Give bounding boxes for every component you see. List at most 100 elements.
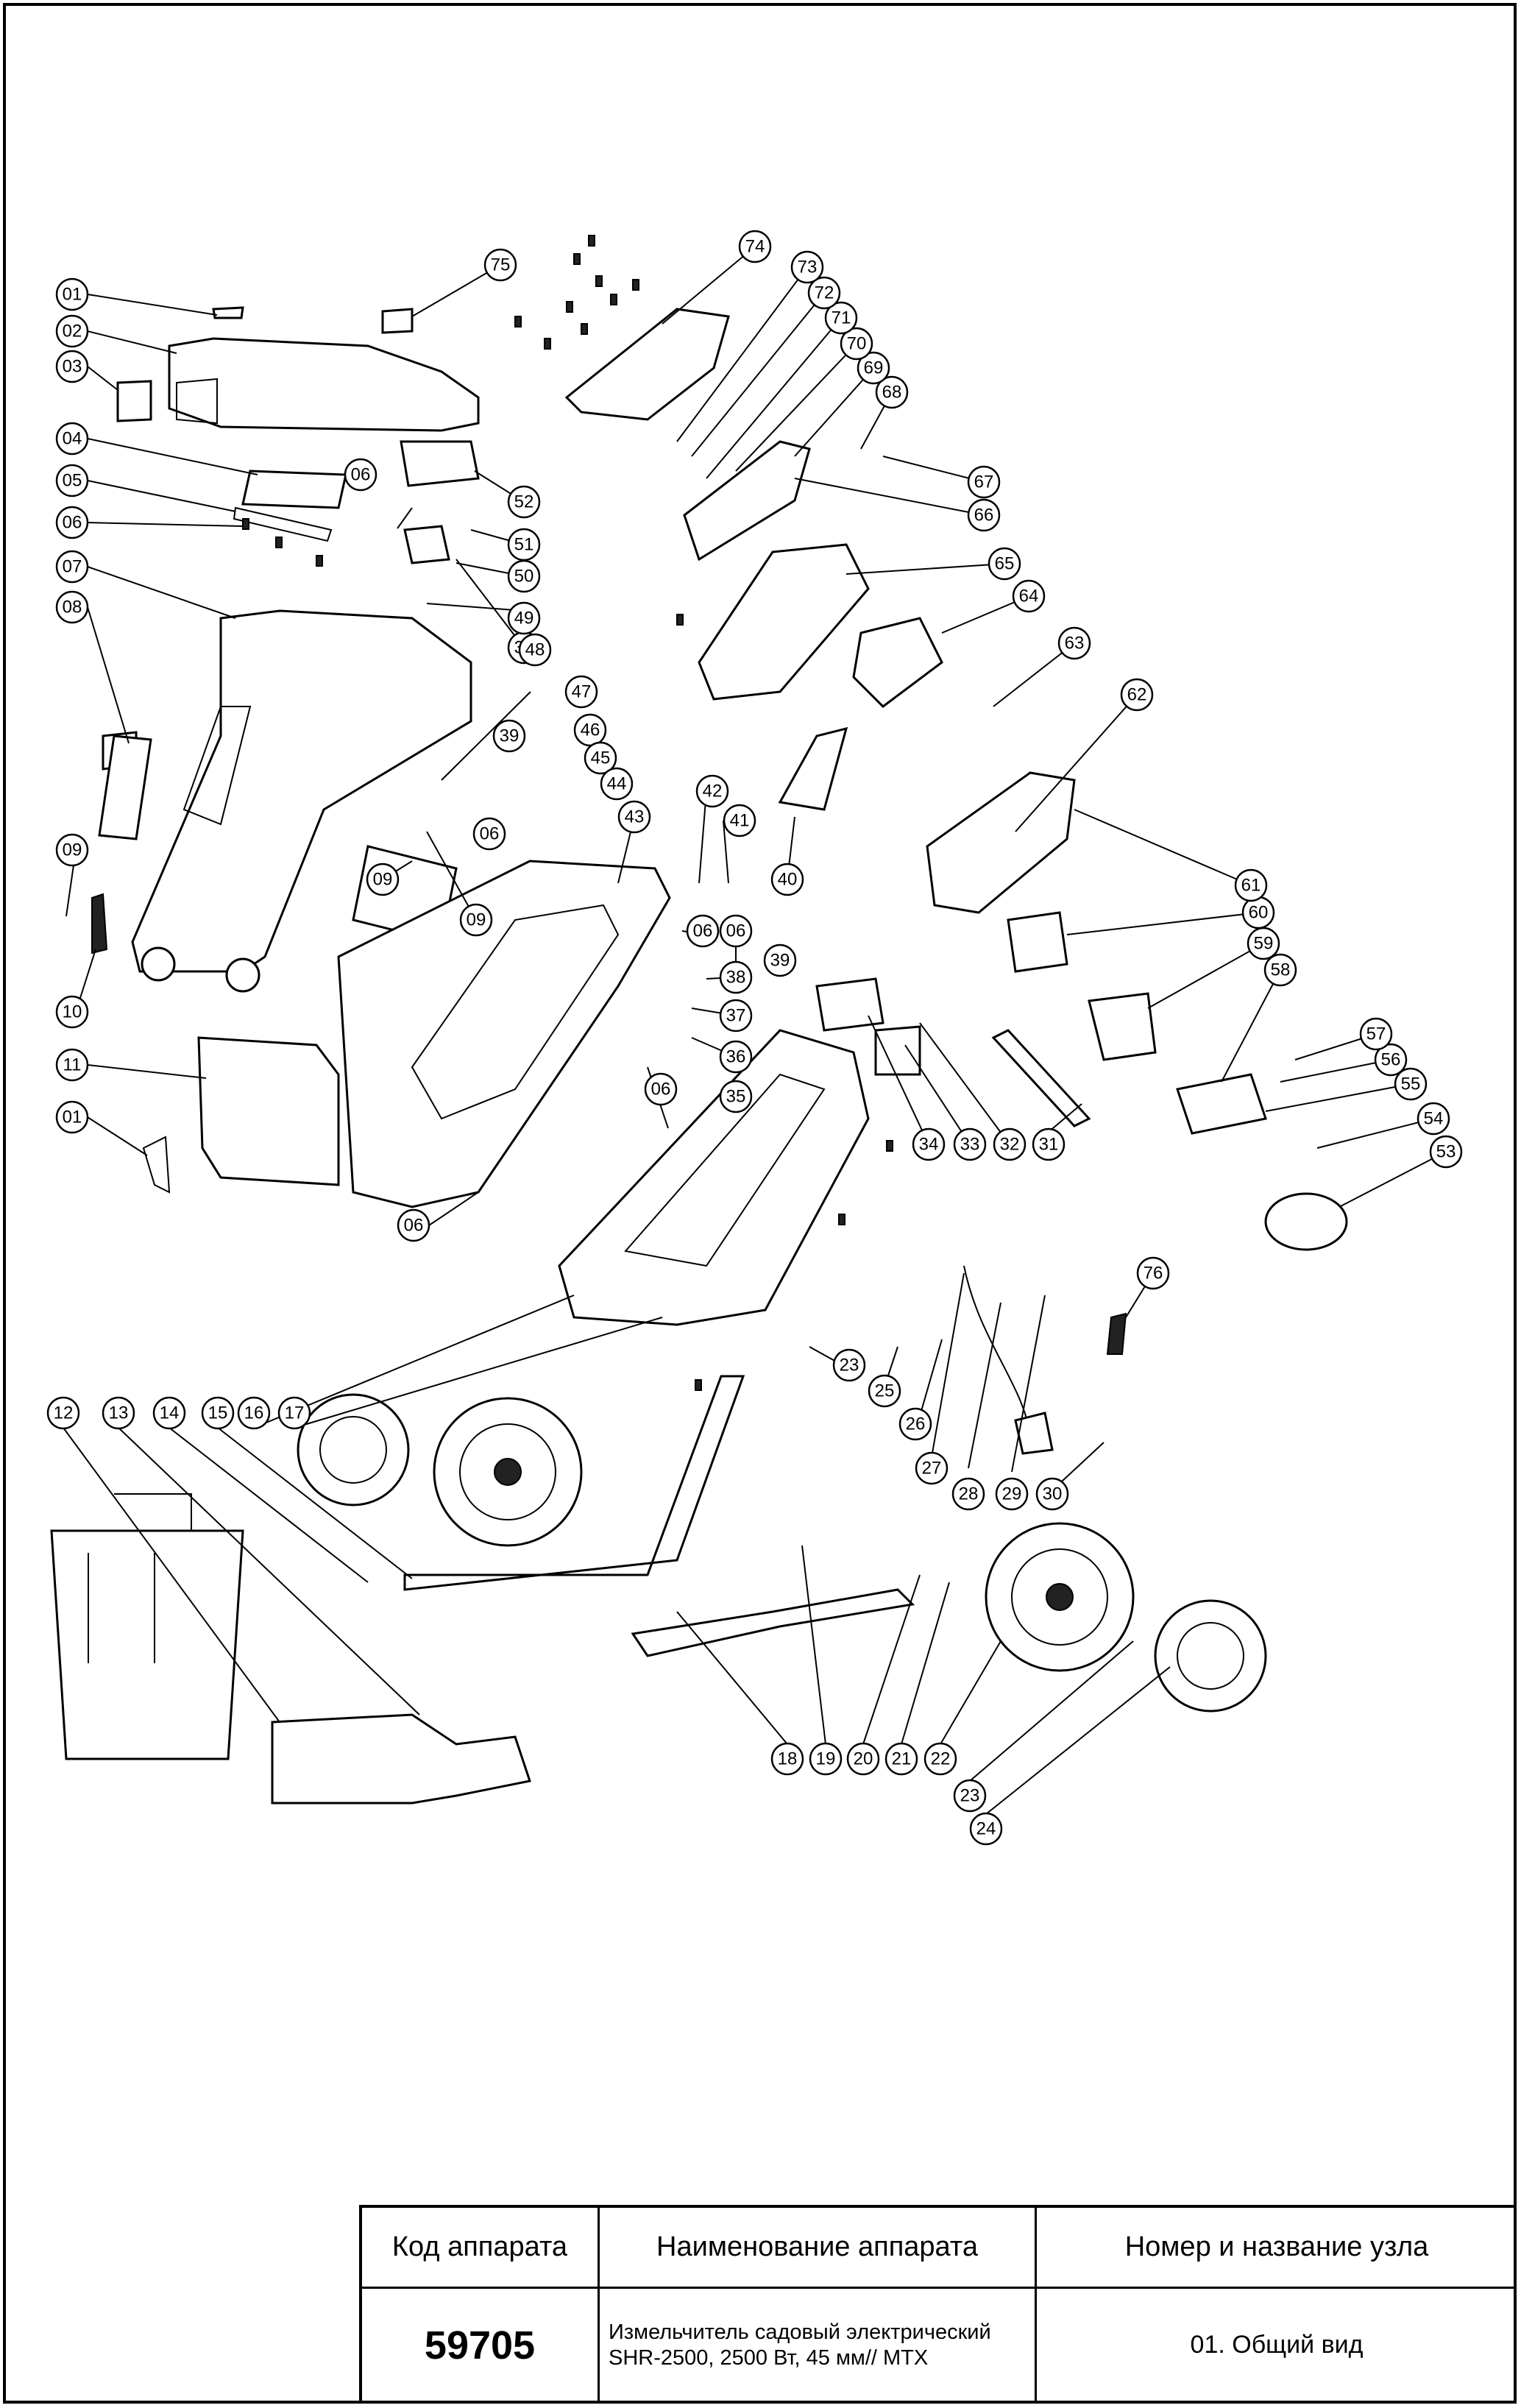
callout-circle <box>875 375 909 409</box>
callout-circle <box>55 550 89 584</box>
callout-circle <box>483 248 517 282</box>
callout-circle <box>55 350 89 383</box>
callout-05: 05 <box>55 464 89 497</box>
callout-circle <box>201 1396 235 1430</box>
callout-14: 14 <box>152 1396 186 1430</box>
callout-10: 10 <box>55 995 89 1029</box>
callout-circle <box>1012 579 1046 613</box>
callout-circle <box>55 277 89 311</box>
header-node: Номер и название узла <box>1037 2208 1517 2289</box>
callout-number: 66 <box>974 506 994 525</box>
callout-11: 11 <box>55 1048 89 1082</box>
callout-06: 06 <box>472 817 506 851</box>
callout-number: 58 <box>1271 960 1291 980</box>
callout-number: 69 <box>864 358 884 378</box>
callout-circle <box>807 276 841 310</box>
callout-circle <box>686 914 720 948</box>
callout-19: 19 <box>809 1742 843 1776</box>
callout-number: 06 <box>480 824 500 844</box>
callout-number: 63 <box>1065 634 1085 654</box>
callout-circle <box>993 1127 1027 1161</box>
callout-number: 08 <box>63 598 82 617</box>
callout-circle <box>55 422 89 456</box>
callout-circle <box>1417 1102 1450 1136</box>
callout-number: 64 <box>1019 587 1039 606</box>
callout-circle <box>55 833 89 867</box>
callout-circle <box>846 1742 880 1776</box>
callout-06: 06 <box>344 458 377 492</box>
callout-29: 29 <box>995 1477 1029 1511</box>
callout-circle <box>55 1100 89 1134</box>
callout-circle <box>719 1040 753 1074</box>
callout-number: 27 <box>922 1459 942 1479</box>
parts-illustration <box>50 235 1348 1805</box>
callout-07: 07 <box>55 550 89 584</box>
callout-number: 15 <box>208 1403 228 1423</box>
callout-circle <box>277 1396 311 1430</box>
callout-26: 26 <box>898 1407 932 1441</box>
callout-circle <box>1374 1043 1408 1077</box>
callout-circle <box>770 1742 804 1776</box>
callout-58: 58 <box>1263 953 1297 987</box>
callout-15: 15 <box>201 1396 235 1430</box>
callout-number: 30 <box>1043 1484 1063 1504</box>
callout-06: 06 <box>719 914 753 948</box>
callout-number: 39 <box>770 951 790 971</box>
callout-06: 06 <box>686 914 720 948</box>
callout-circle <box>884 1742 918 1776</box>
callout-number: 09 <box>63 840 82 860</box>
callout-number: 51 <box>514 535 534 555</box>
callout-circle <box>969 1812 1003 1846</box>
callout-09: 09 <box>366 863 400 896</box>
callout-09: 09 <box>459 903 493 937</box>
callout-number: 07 <box>63 557 82 577</box>
callout-49: 49 <box>507 601 541 635</box>
callout-number: 56 <box>1381 1050 1401 1070</box>
callout-circle <box>518 633 552 667</box>
leader-lines <box>63 246 1447 1815</box>
callout-circle <box>600 767 634 801</box>
callout-71: 71 <box>824 301 858 335</box>
callout-circle <box>738 230 772 263</box>
callout-number: 16 <box>244 1403 264 1423</box>
callout-30: 30 <box>1035 1477 1069 1511</box>
apparatus-code: 59705 <box>362 2289 600 2404</box>
callout-number: 49 <box>514 609 534 628</box>
callout-number: 18 <box>778 1749 798 1769</box>
callout-17: 17 <box>277 1396 311 1430</box>
callout-circle <box>1359 1017 1393 1051</box>
callout-number: 73 <box>798 258 818 277</box>
callout-number: 06 <box>726 921 746 941</box>
callout-circle <box>915 1451 949 1485</box>
callout-number: 74 <box>745 237 765 257</box>
callout-circle <box>1234 868 1268 902</box>
callout-62: 62 <box>1120 678 1154 712</box>
callout-number: 31 <box>1039 1135 1059 1155</box>
callout-circle <box>953 1779 987 1813</box>
callout-69: 69 <box>857 351 890 385</box>
callout-circle <box>763 943 797 977</box>
callout-number: 44 <box>607 774 627 794</box>
callout-48: 48 <box>518 633 552 667</box>
callout-32: 32 <box>993 1127 1027 1161</box>
callout-number: 41 <box>730 811 750 831</box>
callout-number: 75 <box>491 255 511 275</box>
callout-circle <box>951 1477 985 1511</box>
callout-28: 28 <box>951 1477 985 1511</box>
callout-circle <box>152 1396 186 1430</box>
callout-20: 20 <box>846 1742 880 1776</box>
callout-circle <box>344 458 377 492</box>
callout-42: 42 <box>695 774 729 808</box>
callout-12: 12 <box>46 1396 80 1430</box>
callout-68: 68 <box>875 375 909 409</box>
callout-circle <box>719 1080 753 1113</box>
callout-number: 09 <box>373 870 393 890</box>
callout-number: 02 <box>63 322 82 341</box>
callout-number: 22 <box>931 1749 951 1769</box>
callout-50: 50 <box>507 559 541 593</box>
callout-number: 67 <box>974 472 994 492</box>
callout-number: 50 <box>514 567 534 587</box>
apparatus-name: Измельчитель садовый электрический SHR-2… <box>600 2289 1037 2404</box>
callout-circle <box>1032 1127 1066 1161</box>
callout-67: 67 <box>967 465 1001 499</box>
